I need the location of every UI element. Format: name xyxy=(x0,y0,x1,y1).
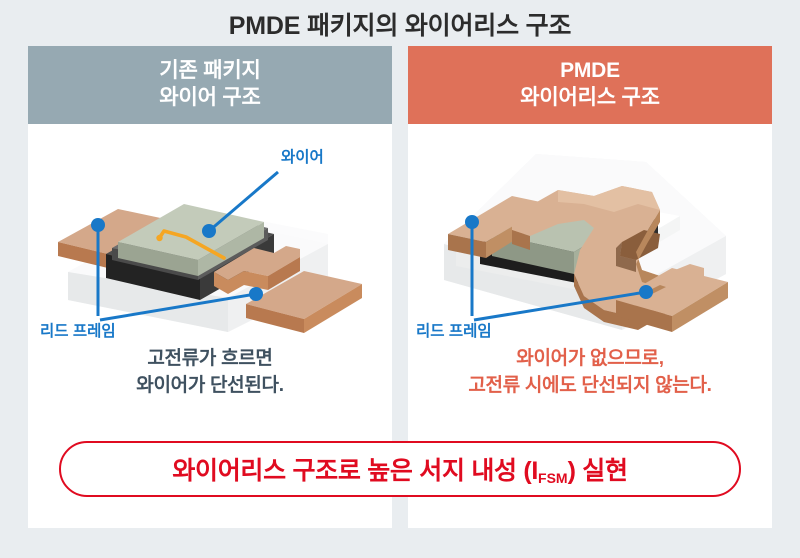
callout-label-wire: 와이어 xyxy=(281,148,324,166)
lead-frame-right-outer xyxy=(246,271,362,333)
page-title: PMDE 패키지의 와이어리스 구조 xyxy=(228,12,572,40)
callout-dot-wire xyxy=(202,224,216,238)
callout-label-lead-frame: 리드 프레임 xyxy=(416,322,492,340)
panel-header-conventional: 기존 패키지 와이어 구조 xyxy=(28,46,392,124)
lead-frame-right xyxy=(616,268,728,332)
panel-header-line1: 기존 패키지 xyxy=(159,59,261,83)
bond-wire xyxy=(158,229,226,260)
caption-conventional: 고전류가 흐르면 와이어가 단선된다. xyxy=(28,346,392,400)
illustration-pmde: 리드 프레임 xyxy=(408,124,772,340)
caption-line1: 와이어가 없으므로, xyxy=(516,348,664,369)
content-card: 기존 패키지 와이어 구조 xyxy=(28,46,772,528)
wire-bond-ball xyxy=(156,234,163,242)
callout-label-lead-frame: 리드 프레임 xyxy=(40,322,116,340)
highlight-banner-text: 와이어리스 구조로 높은 서지 내성 (IFSM) 실현 xyxy=(172,451,628,487)
lead-frame-right xyxy=(214,246,300,294)
callout-dot-lead-left xyxy=(465,215,479,229)
panel-conventional: 기존 패키지 와이어 구조 xyxy=(28,46,392,420)
callout-wire: 와이어 xyxy=(202,148,324,238)
highlight-banner: 와이어리스 구조로 높은 서지 내성 (IFSM) 실현 xyxy=(59,441,741,497)
caption-line1: 고전류가 흐르면 xyxy=(147,348,273,369)
panel-pmde: PMDE 와이어리스 구조 xyxy=(408,46,772,420)
callout-lead-frame: 리드 프레임 xyxy=(416,215,653,340)
callout-dot-lead-right xyxy=(639,285,653,299)
callout-dot-lead-right xyxy=(249,287,263,301)
panel-header-line2: 와이어리스 구조 xyxy=(520,86,660,109)
illustration-conventional: 와이어 리드 프레임 xyxy=(28,124,392,340)
panel-header-line2: 와이어 구조 xyxy=(159,86,261,109)
caption-line2: 고전류 시에도 단선되지 않는다. xyxy=(468,374,712,396)
banner-text-before: 와이어리스 구조로 높은 서지 내성 (I xyxy=(172,457,539,485)
callout-lead-frame: 리드 프레임 xyxy=(40,218,263,340)
silicon-die xyxy=(118,204,264,276)
caption-line2: 와이어가 단선된다. xyxy=(136,374,284,396)
banner-text-after: ) 실현 xyxy=(567,457,628,485)
callout-dot-lead-left xyxy=(91,218,105,232)
caption-pmde: 와이어가 없으므로, 고전류 시에도 단선되지 않는다. xyxy=(408,346,772,400)
panel-header-line1: PMDE xyxy=(560,59,620,83)
panel-divider xyxy=(392,46,408,528)
banner-subscript: FSM xyxy=(538,470,568,486)
panel-header-pmde: PMDE 와이어리스 구조 xyxy=(408,46,772,124)
